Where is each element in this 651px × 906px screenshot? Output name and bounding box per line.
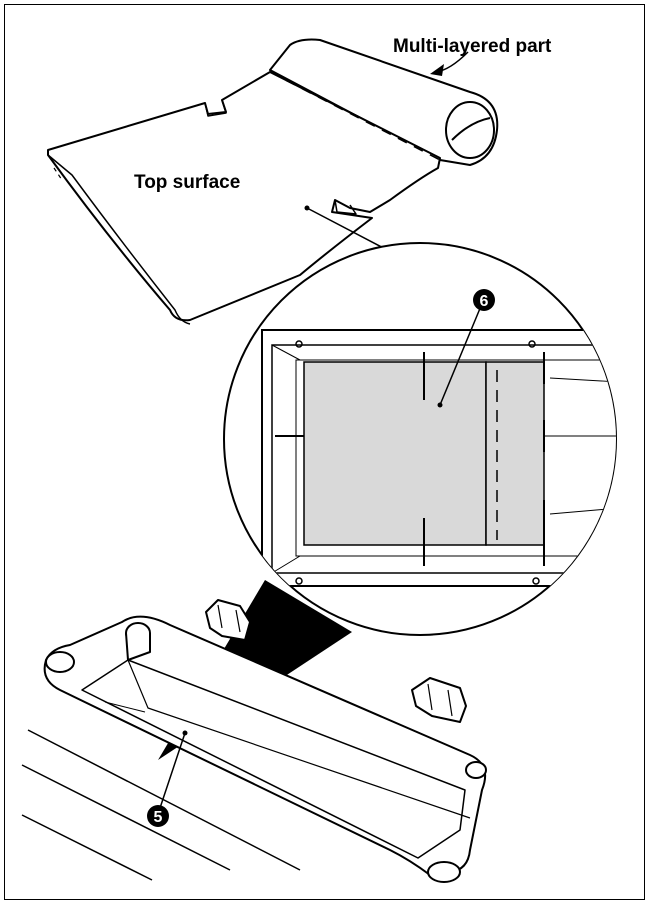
tray-detail	[261, 329, 616, 587]
fabric-piece	[47, 38, 499, 325]
callout-six: 6	[473, 289, 495, 311]
label-top-surface: Top surface	[134, 172, 240, 193]
arrow-head	[430, 64, 444, 76]
leader-six-tray	[439, 305, 482, 406]
callout-five: 5	[147, 805, 169, 827]
svg-text:6: 6	[480, 293, 489, 310]
leader-five	[159, 732, 186, 809]
fabric-in-tray	[303, 361, 487, 546]
top-surface-sheet	[47, 71, 441, 322]
multi-layer-in-tray	[485, 361, 545, 546]
multi-layered-roll	[269, 38, 499, 166]
svg-text:5: 5	[154, 809, 163, 826]
roll-opening	[445, 101, 495, 159]
label-multi-layered: Multi-layered part	[393, 36, 552, 57]
lower-tray	[21, 599, 487, 883]
